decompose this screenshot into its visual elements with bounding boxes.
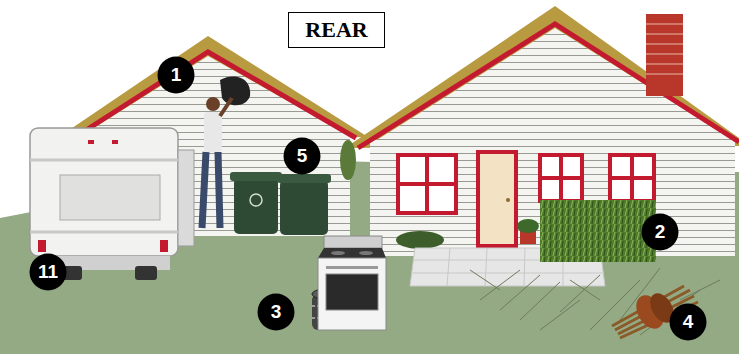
rv-taillight bbox=[38, 240, 46, 252]
person-arm bbox=[220, 98, 232, 116]
stove-backsplash bbox=[324, 236, 382, 248]
grass-patch bbox=[540, 200, 656, 262]
stove-body bbox=[318, 258, 386, 330]
recycle-symbol bbox=[250, 194, 262, 206]
door bbox=[478, 152, 516, 246]
callout-text: 1 bbox=[171, 64, 182, 86]
window-mullion bbox=[610, 176, 654, 180]
oven-window bbox=[326, 274, 378, 310]
rv-window bbox=[60, 175, 160, 220]
callout-number: 2 bbox=[641, 213, 679, 251]
burner bbox=[331, 251, 345, 255]
rv-stripe bbox=[30, 231, 178, 234]
callout-text: 11 bbox=[38, 261, 58, 283]
callout-text: 3 bbox=[271, 301, 282, 323]
shrub bbox=[396, 231, 444, 249]
tile-joint bbox=[412, 273, 604, 274]
view-label: REAR bbox=[305, 17, 367, 43]
callout-circle-shape bbox=[258, 294, 295, 331]
brick-line bbox=[646, 64, 683, 65]
callout-text: 4 bbox=[683, 311, 694, 333]
person-legs bbox=[202, 152, 220, 228]
tile-joint bbox=[447, 248, 450, 286]
window-right bbox=[610, 155, 654, 201]
rv-side bbox=[178, 150, 194, 246]
window-frame bbox=[398, 155, 456, 213]
stove bbox=[318, 236, 386, 330]
window-mullion bbox=[540, 176, 582, 180]
oven-handle bbox=[326, 266, 378, 269]
brick-line bbox=[646, 54, 683, 55]
trash-lid bbox=[230, 172, 282, 181]
callout-number: 5 bbox=[283, 137, 321, 175]
window-frame bbox=[540, 155, 582, 201]
callout-number: 1 bbox=[157, 56, 195, 94]
pot-plant bbox=[517, 219, 539, 233]
trash-cans bbox=[230, 172, 331, 235]
rv-stripe bbox=[30, 159, 178, 162]
brick-line bbox=[646, 74, 683, 75]
brick-line bbox=[646, 24, 683, 25]
rv-body bbox=[30, 128, 178, 256]
tile-joint bbox=[524, 248, 525, 286]
person-head bbox=[206, 97, 220, 111]
burner bbox=[359, 251, 373, 255]
person bbox=[202, 77, 250, 228]
callout-number: 4 bbox=[669, 303, 707, 341]
brick-line bbox=[646, 44, 683, 45]
callout-text: 5 bbox=[297, 145, 308, 167]
callout-number: 11 bbox=[29, 253, 67, 291]
callout-circle-shape bbox=[158, 57, 195, 94]
stove-cooktop bbox=[318, 248, 386, 258]
trash-lid bbox=[277, 174, 331, 183]
rv-taillight bbox=[160, 240, 168, 252]
chimney bbox=[646, 14, 683, 96]
house-roof bbox=[345, 6, 739, 148]
firewood-sticks bbox=[612, 286, 698, 338]
chimney-bricks bbox=[646, 24, 683, 74]
door-knob bbox=[506, 198, 510, 202]
rv-marker-light bbox=[112, 140, 118, 144]
callout-circle-shape bbox=[30, 254, 67, 291]
trash-bag bbox=[220, 77, 250, 106]
house bbox=[340, 6, 739, 256]
callout-circle-shape bbox=[670, 304, 707, 341]
shrub bbox=[340, 140, 356, 180]
callout-circle-shape bbox=[642, 214, 679, 251]
brick-line bbox=[646, 34, 683, 35]
window-frame bbox=[610, 155, 654, 201]
rv-wheel bbox=[135, 266, 157, 280]
callout-number: 3 bbox=[257, 293, 295, 331]
firewood-bundle bbox=[612, 286, 698, 338]
rv-marker-light bbox=[88, 140, 94, 144]
trash-can bbox=[280, 180, 328, 235]
person-shirt bbox=[204, 112, 222, 152]
window-mullion bbox=[398, 182, 456, 186]
view-label-box: REAR bbox=[288, 12, 385, 48]
callout-circle-shape bbox=[284, 138, 321, 175]
trash-can bbox=[234, 178, 278, 234]
window-left bbox=[398, 155, 456, 213]
callout-text: 2 bbox=[655, 221, 666, 243]
window-middle bbox=[540, 155, 582, 201]
